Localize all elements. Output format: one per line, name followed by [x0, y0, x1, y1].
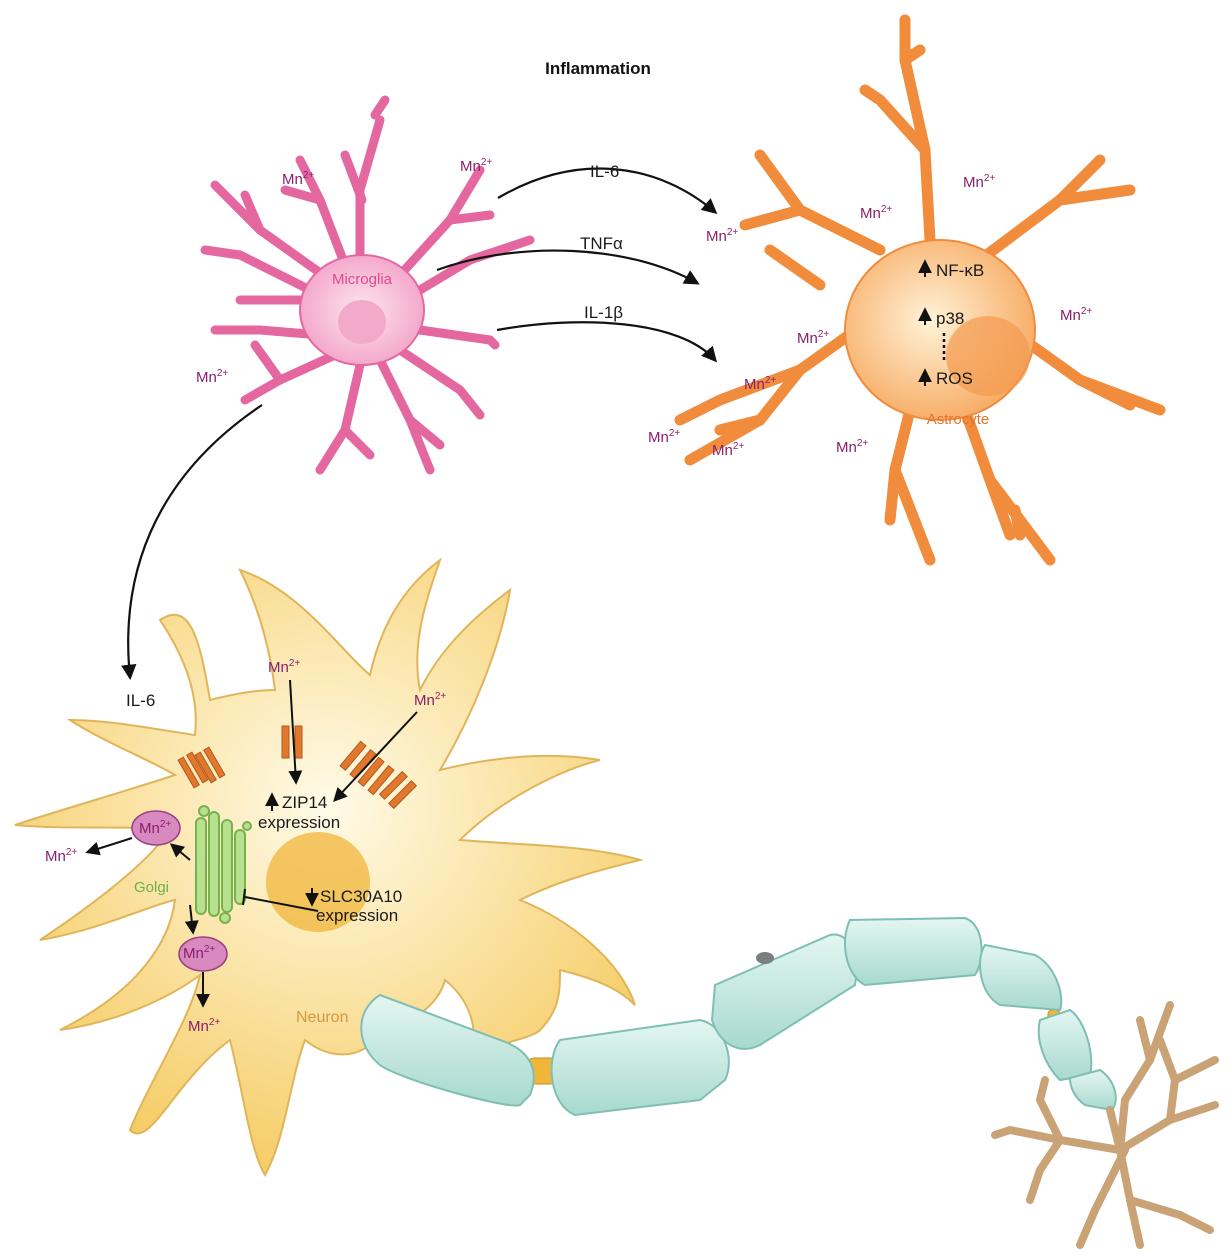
- mn-efflux-arrow: [88, 838, 132, 852]
- mn-ion-label: Mn2+: [712, 441, 744, 459]
- il6-neuron-label: IL-6: [126, 691, 155, 710]
- slc30a10-label: SLC30A10: [320, 887, 402, 906]
- astrocyte-cell: Astrocyte NF-κB p38 ROS: [680, 20, 1160, 560]
- astrocyte-label: Astrocyte: [927, 411, 990, 428]
- mn-ion-label: Mn2+: [706, 227, 738, 245]
- schwann-nucleus: [756, 952, 774, 964]
- slc30a10-expression-label: expression: [316, 906, 398, 925]
- neuron-label: Neuron: [296, 1009, 348, 1026]
- zip14-label: ZIP14: [282, 793, 327, 812]
- mn-ion-label: Mn2+: [836, 438, 868, 456]
- p38-label: p38: [936, 309, 964, 328]
- mn-ion-label: Mn2+: [797, 329, 829, 347]
- microglia-cell: Microglia: [205, 100, 530, 470]
- tnfa-label: TNFα: [580, 234, 623, 253]
- mn-ion-label: Mn2+: [460, 157, 492, 175]
- mn-ion-label: Mn2+: [45, 847, 77, 865]
- il6-label: IL-6: [590, 162, 619, 181]
- golgi-label: Golgi: [134, 879, 169, 896]
- mn-ion-label: Mn2+: [1060, 306, 1092, 324]
- mn-ion-label: Mn2+: [860, 204, 892, 222]
- ros-label: ROS: [936, 369, 973, 388]
- nfkb-label: NF-κB: [936, 261, 984, 280]
- mn-ion-label: Mn2+: [744, 375, 776, 393]
- zip14-expression-label: expression: [258, 813, 340, 832]
- il1b-arrow: [497, 322, 715, 360]
- il1b-label: IL-1β: [584, 303, 623, 322]
- microglia-nucleus: [338, 300, 386, 344]
- mn-ion-label: Mn2+: [963, 173, 995, 191]
- mn-ion-label: Mn2+: [648, 428, 680, 446]
- mn-ion-label: Mn2+: [196, 368, 228, 386]
- microglia-label: Microglia: [332, 271, 393, 288]
- axon-terminal: [995, 1005, 1215, 1245]
- diagram-title: Inflammation: [545, 59, 651, 78]
